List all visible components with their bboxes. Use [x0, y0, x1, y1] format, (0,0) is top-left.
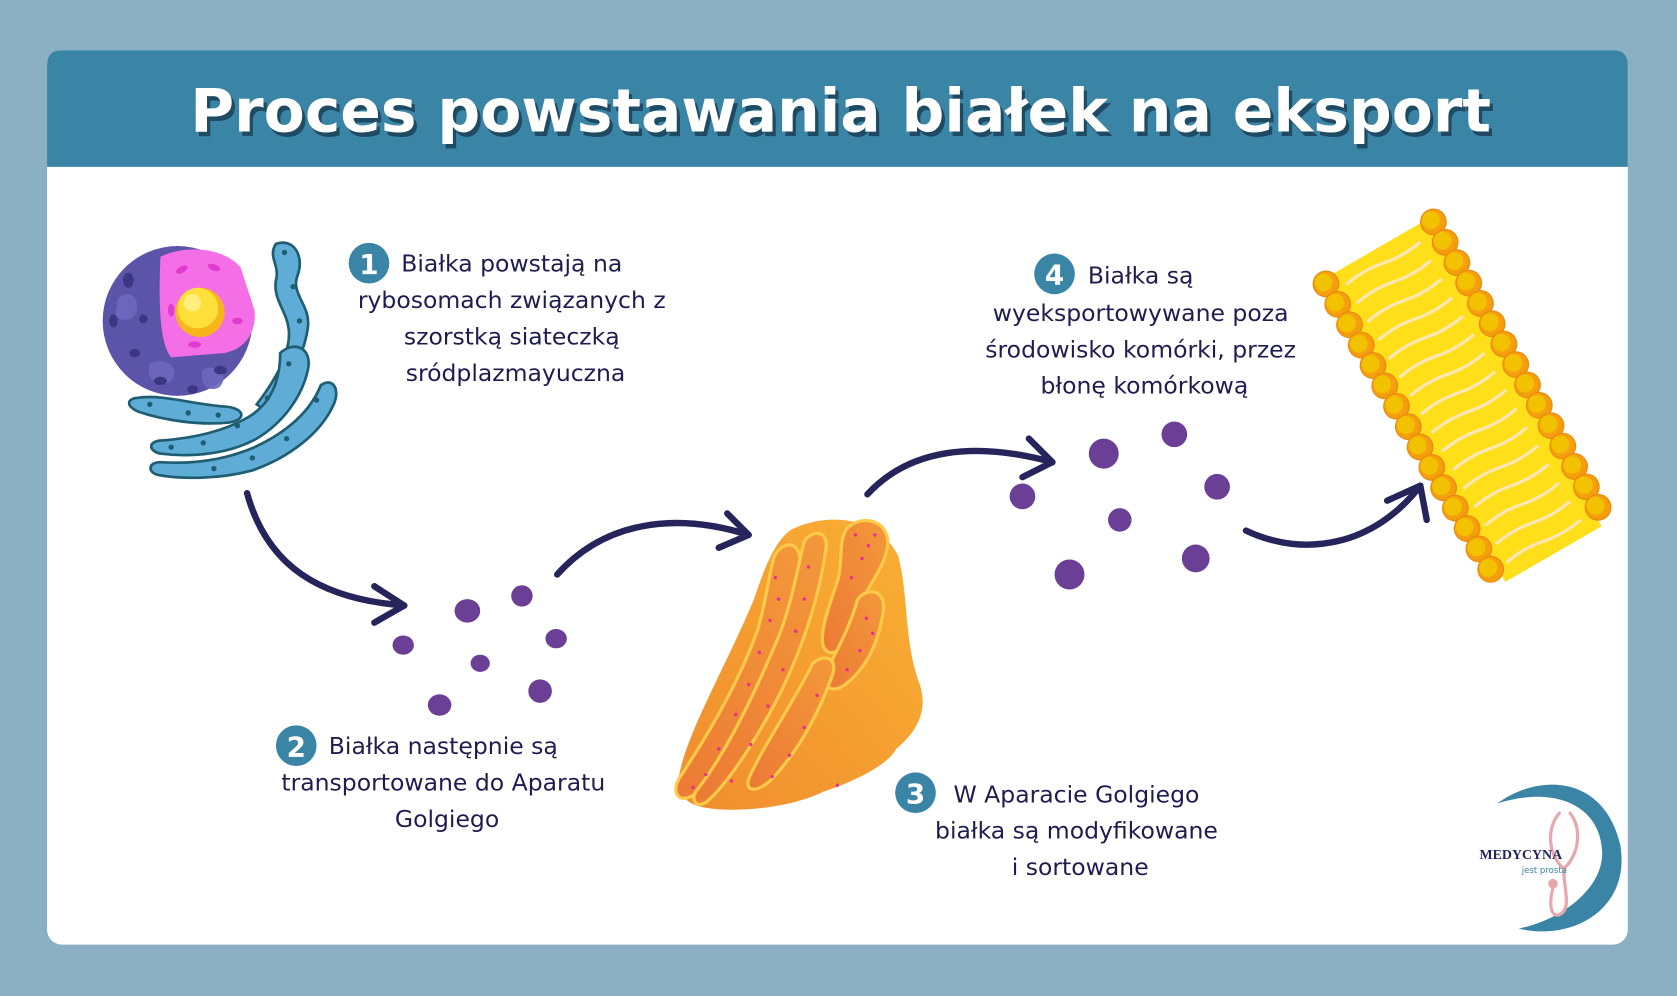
svg-text:Białka powstają na rybos: Białka powstają na rybosomach związanych…	[358, 250, 673, 387]
nucleus-with-rough-er-icon	[102, 241, 338, 480]
golgi-apparatus-icon	[674, 518, 923, 810]
svg-text:jest prosta: jest prosta	[1521, 866, 1567, 876]
step-3: 3 W Aparacie Golgiego białka są modyfiko…	[895, 772, 1225, 881]
step-badge-3	[895, 772, 936, 814]
step-1: 1 Białka powstają na rybosomach związany…	[348, 242, 673, 387]
logo: MEDYCYNA jest prosta	[1480, 784, 1622, 932]
step-badge-2	[275, 725, 317, 766]
svg-text:MEDYCYNA: MEDYCYNA	[1480, 848, 1563, 863]
header-band	[47, 50, 1628, 167]
arrow-4-icon	[1242, 482, 1430, 548]
stethoscope-icon	[1548, 811, 1580, 917]
page-title: Proces powstawania białek na eksport Pro…	[190, 77, 1494, 151]
protein-dots-icon	[392, 585, 567, 716]
svg-text:Proces powstawania białek na e: Proces powstawania białek na eksport	[193, 81, 1494, 151]
svg-text:1: 1	[359, 248, 378, 281]
step-4: 4 Białka są wyeksportowywane poza środow…	[985, 253, 1303, 400]
arrow-3-icon	[864, 435, 1056, 498]
step-badge-1	[348, 242, 390, 284]
step-badge-4	[1034, 253, 1075, 295]
logo-crescent-icon	[1497, 784, 1622, 932]
arrow-1-icon	[243, 489, 408, 626]
phospholipid-bilayer-icon	[1312, 208, 1612, 583]
svg-text:2: 2	[287, 730, 306, 763]
svg-text:3: 3	[906, 777, 925, 810]
svg-text:4: 4	[1045, 259, 1064, 292]
svg-text:Białka są wyeksportowywa: Białka są wyeksportowywane poza środowis…	[985, 261, 1303, 399]
arrow-2-icon	[554, 510, 752, 578]
svg-text:Proces powstawania białek na e: Proces powstawania białek na eksport	[190, 77, 1491, 147]
svg-text:Białka następnie są tran: Białka następnie są transportowane do Ap…	[281, 732, 612, 833]
protein-dots-icon	[1009, 421, 1230, 590]
card	[47, 50, 1628, 945]
svg-text:W Aparacie Golgiego biał: W Aparacie Golgiego białka są modyfikowa…	[935, 780, 1225, 881]
step-2: 2 Białka następnie są transportowane do …	[275, 725, 612, 833]
